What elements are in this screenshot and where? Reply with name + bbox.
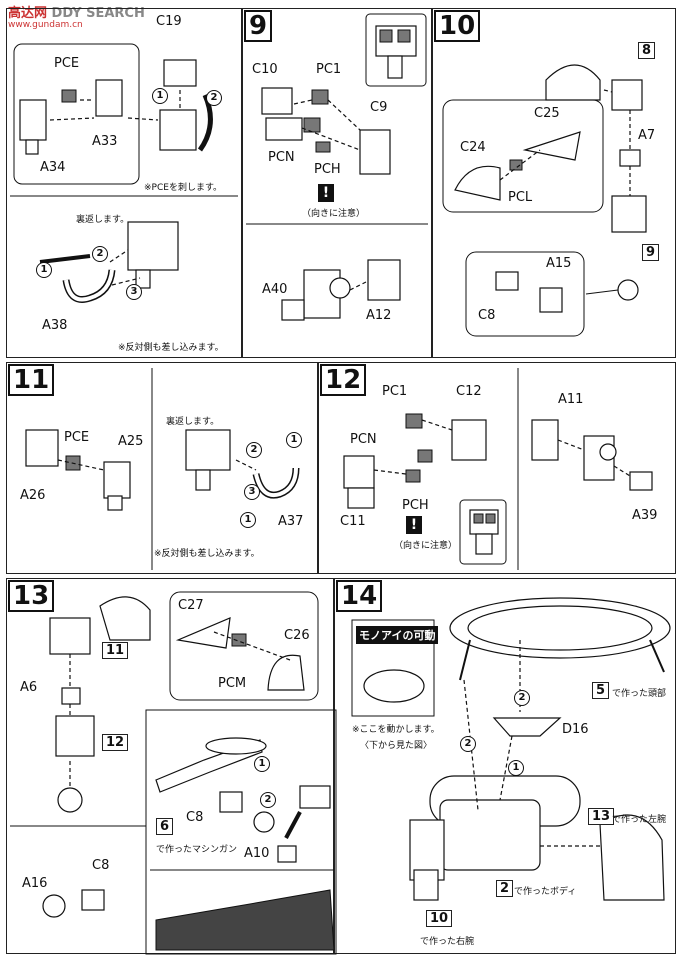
note-machine-gun: で作ったマシンガン [156,845,238,855]
label-a33: A33 [92,134,118,149]
watermark-header: 高达网 DDY SEARCH [8,2,145,21]
panel-step8 [6,8,242,358]
arrow-step-2b: 2 [92,246,108,262]
arrow-step-3: 3 [126,284,142,300]
step-number-14: 14 [336,580,383,612]
step-number-12: 12 [320,364,367,396]
note-direction: （向きに注意） [394,541,458,551]
panel-step12 [318,362,676,574]
ref-step-6: 6 [156,818,174,835]
label-c26: C26 [284,628,310,643]
ref-step-5: 5 [592,682,610,699]
ref-step-13: 13 [588,808,615,825]
label-c9: C9 [370,100,388,115]
note-insert-pce: ※PCEを刺します。 [144,183,223,193]
label-c19: C19 [156,14,182,29]
ref-step-2: 2 [496,880,514,897]
label-c8: C8 [478,308,496,323]
label-c8: C8 [92,858,110,873]
panel-step10 [432,8,676,358]
label-a38: A38 [42,318,68,333]
panel-step9 [242,8,432,358]
arrow-step-1b: 1 [36,262,52,278]
label-c27: C27 [178,598,204,613]
note-view-from-below: 〈下から見た図〉 [360,741,433,751]
arrow-step-1: 1 [254,756,270,772]
label-pch: PCH [402,498,429,513]
label-pc1: PC1 [316,62,342,77]
label-a11: A11 [558,392,584,407]
warning-icon: ! [318,184,334,202]
label-pch: PCH [314,162,341,177]
label-c24: C24 [460,140,486,155]
arrow-step-2b: 2 [460,736,476,752]
arrow-step-3: 3 [244,484,260,500]
label-pc1: PC1 [382,384,408,399]
ref-step-9: 9 [642,244,660,261]
note-opposite-side: ※反対側も差し込みます。 [118,343,224,353]
arrow-step-1: 1 [286,432,302,448]
arrow-step-2: 2 [246,442,262,458]
note-left-arm: で作った左腕 [612,815,667,825]
step-number-11: 11 [8,364,55,396]
label-a25: A25 [118,434,144,449]
watermark-search: DDY SEARCH [51,6,145,21]
label-pcm: PCM [218,676,247,691]
label-c25: C25 [534,106,560,121]
panel-step14 [334,578,676,954]
note-move-here: ※ここを動かします。 [352,725,440,735]
ref-step-10: 10 [426,910,453,927]
note-head: で作った頭部 [612,689,667,699]
arrow-step-1b: 1 [240,512,256,528]
label-c12: C12 [456,384,482,399]
label-a37: A37 [278,514,304,529]
mono-eye-title: モノアイの可動 [356,626,439,644]
label-a15: A15 [546,256,572,271]
note-direction: （向きに注意） [302,209,366,219]
label-pce: PCE [54,56,80,71]
label-a40: A40 [262,282,288,297]
step-number-10: 10 [434,10,481,42]
arrow-step-1: 1 [152,88,168,104]
label-c11: C11 [340,514,366,529]
label-a26: A26 [20,488,46,503]
label-pcn: PCN [350,432,377,447]
step-number-13: 13 [8,580,55,612]
note-right-arm: で作った右腕 [420,937,475,947]
note-body: で作ったボディ [514,887,577,897]
arrow-step-2: 2 [260,792,276,808]
label-a6: A6 [20,680,38,695]
watermark-site: www.gundam.cn [8,20,83,30]
arrow-step-1: 1 [508,760,524,776]
label-pce: PCE [64,430,90,445]
watermark-logo: 高达网 [8,6,48,21]
label-a34: A34 [40,160,66,175]
label-d16: D16 [562,722,589,737]
step-number-9: 9 [244,10,273,42]
ref-step-8: 8 [638,42,656,59]
label-c8-gun: C8 [186,810,204,825]
label-a10: A10 [244,846,270,861]
panel-step11 [6,362,318,574]
label-a39: A39 [632,508,658,523]
label-pcn: PCN [268,150,295,165]
arrow-step-2: 2 [206,90,222,106]
label-c10: C10 [252,62,278,77]
label-pcl: PCL [508,190,533,205]
note-flip: 裏返します。 [166,417,220,427]
label-a16: A16 [22,876,48,891]
note-opposite-side: ※反対側も差し込みます。 [154,549,260,559]
warning-icon: ! [406,516,422,534]
label-a12: A12 [366,308,392,323]
note-flip: 裏返します。 [76,215,130,225]
ref-step-12: 12 [102,734,129,751]
arrow-step-2a: 2 [514,690,530,706]
label-a7: A7 [638,128,656,143]
ref-step-11: 11 [102,642,129,659]
